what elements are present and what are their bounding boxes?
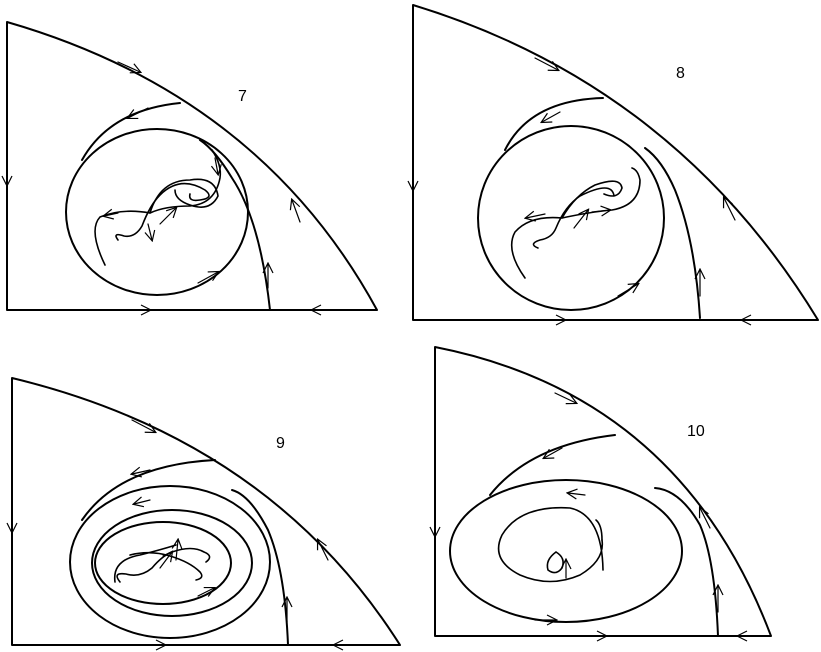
separatrix-top	[81, 459, 216, 521]
inner-orbit	[94, 178, 219, 266]
arrow-inner-cycle	[197, 588, 214, 596]
arrow-hypotenuse	[534, 57, 558, 70]
figure-eight-orbit	[116, 547, 211, 583]
panel-10: 10	[434, 346, 772, 637]
arrow-hypotenuse-2	[724, 198, 736, 221]
outer-cycle	[449, 479, 683, 623]
arrow-inner-4	[148, 223, 152, 240]
arrow-hypotenuse	[554, 392, 576, 403]
arrow-inner-3	[591, 210, 610, 212]
inner-orbit-2	[532, 187, 615, 249]
inner-orbit-2	[115, 182, 210, 241]
limit-cycle	[477, 125, 665, 311]
arrow-hypotenuse-2	[318, 540, 329, 561]
panel-7: 7	[6, 21, 378, 311]
arrow-inner-3	[215, 157, 218, 174]
inner-orbit	[510, 180, 623, 279]
panel-label: 10	[687, 423, 705, 440]
outer-cycle	[69, 485, 271, 639]
limit-cycle	[65, 128, 249, 296]
triangle-boundary	[412, 4, 819, 321]
arrow-sep-top	[542, 111, 561, 122]
arrow-hypotenuse	[131, 419, 155, 432]
arrow-inner-2	[159, 208, 176, 225]
spiral-connector	[595, 519, 603, 541]
arrow-inner-2	[176, 540, 178, 561]
separatrix-right	[199, 139, 271, 311]
panel-label: 7	[238, 88, 247, 105]
arrow-spiral-1	[568, 493, 586, 495]
triangle-boundary	[11, 377, 401, 646]
middle-cycle	[91, 509, 253, 617]
arrow-sep-top	[544, 447, 563, 458]
spiral-orbit	[497, 506, 604, 583]
inner-cycle	[94, 521, 232, 605]
separatrix-top	[504, 97, 604, 151]
arrow-hypotenuse-2	[700, 508, 711, 529]
arrow-inner-1	[526, 214, 546, 218]
separatrix-top	[81, 102, 181, 161]
separatrix-top	[489, 434, 616, 496]
panel-label: 9	[276, 435, 285, 452]
figure-eight-orbit-3	[113, 544, 177, 583]
arrow-hypotenuse-2	[292, 200, 301, 223]
arrow-inner-2	[573, 210, 588, 229]
arrow-inner-1	[104, 213, 119, 216]
figure-eight-orbit-2	[129, 551, 203, 581]
panel-8: 8	[412, 4, 819, 321]
panel-label: 8	[676, 65, 685, 82]
triangle-boundary	[434, 346, 772, 637]
arrow-cycle-bottom	[617, 284, 638, 297]
arrow-sep-top	[128, 107, 149, 118]
arrow-cycle-bottom	[197, 272, 218, 284]
arrow-inner-1	[159, 552, 172, 569]
separatrix-right	[231, 489, 289, 646]
arrow-outer-cycle	[132, 470, 151, 474]
triangle-boundary	[6, 21, 378, 311]
panel-9: 9	[11, 377, 401, 646]
separatrix-right	[644, 147, 701, 319]
separatrix-right	[654, 487, 719, 637]
arrow-hypotenuse	[117, 61, 140, 72]
spiral-inner	[546, 551, 564, 574]
arrow-middle-cycle	[134, 500, 151, 504]
